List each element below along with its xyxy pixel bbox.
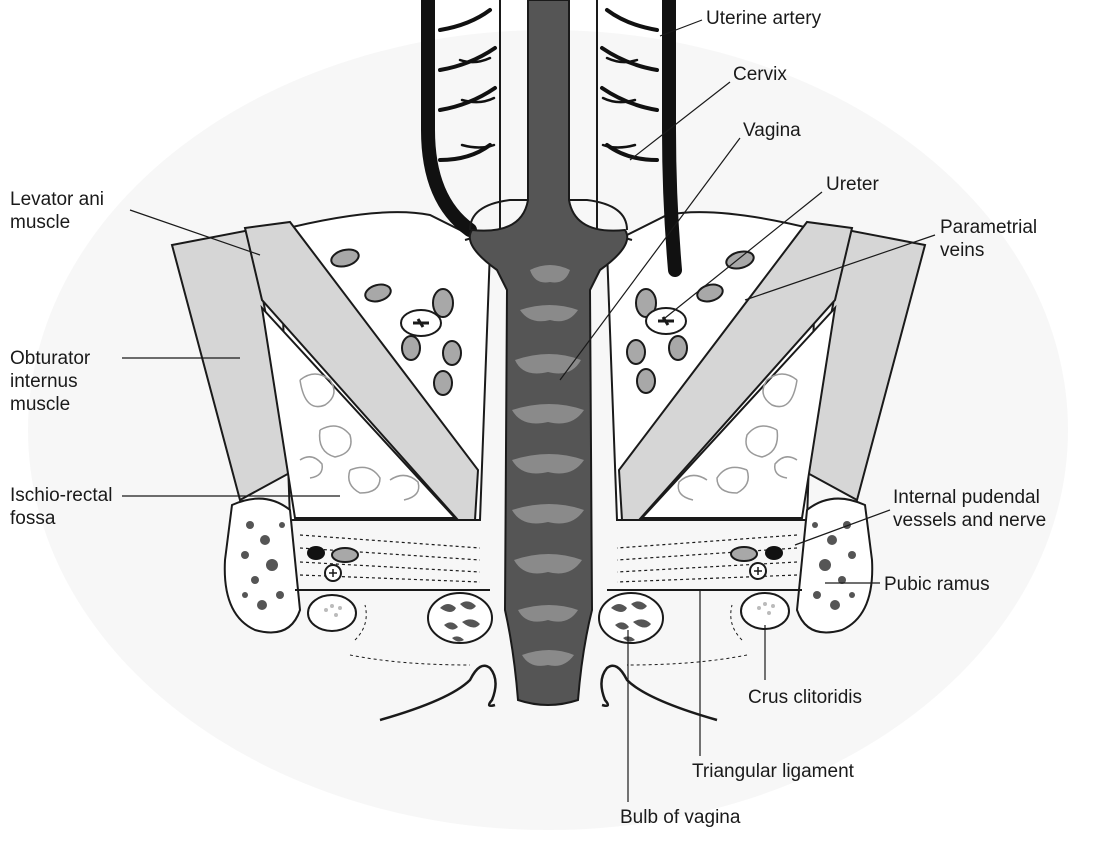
label-levator-ani: Levator ani muscle xyxy=(10,188,104,234)
label-obturator-internus-line1: Obturator xyxy=(10,347,90,370)
label-parametrial-veins: Parametrial veins xyxy=(940,216,1037,262)
right-crus-clitoridis xyxy=(741,593,789,629)
label-obturator-internus-line2: internus xyxy=(10,370,90,393)
label-internal-pudendal: Internal pudendal vessels and nerve xyxy=(893,486,1046,532)
label-vagina: Vagina xyxy=(743,119,801,142)
right-bulb-of-vagina xyxy=(599,593,663,643)
label-levator-ani-line2: muscle xyxy=(10,211,104,234)
label-obturator-internus: Obturator internus muscle xyxy=(10,347,90,416)
right-pubic-ramus xyxy=(797,499,872,633)
left-pubic-ramus xyxy=(225,499,300,633)
left-bulb-of-vagina xyxy=(428,593,492,643)
label-bulb-of-vagina: Bulb of vagina xyxy=(620,806,740,829)
label-crus-clitoridis: Crus clitoridis xyxy=(748,686,862,709)
right-ureter xyxy=(646,308,686,334)
label-parametrial-veins-line1: Parametrial xyxy=(940,216,1037,239)
label-ureter: Ureter xyxy=(826,173,879,196)
label-uterine-artery: Uterine artery xyxy=(706,7,821,30)
label-internal-pudendal-line1: Internal pudendal xyxy=(893,486,1046,509)
label-ischio-rectal-fossa-line1: Ischio-rectal xyxy=(10,484,112,507)
label-triangular-ligament: Triangular ligament xyxy=(692,760,854,783)
left-crus-clitoridis xyxy=(308,595,356,631)
left-ureter xyxy=(401,310,441,336)
label-pubic-ramus: Pubic ramus xyxy=(884,573,990,596)
label-cervix: Cervix xyxy=(733,63,787,86)
label-internal-pudendal-line2: vessels and nerve xyxy=(893,509,1046,532)
label-parametrial-veins-line2: veins xyxy=(940,239,1037,262)
label-ischio-rectal-fossa-line2: fossa xyxy=(10,507,112,530)
label-obturator-internus-line3: muscle xyxy=(10,393,90,416)
label-ischio-rectal-fossa: Ischio-rectal fossa xyxy=(10,484,112,530)
label-levator-ani-line1: Levator ani xyxy=(10,188,104,211)
